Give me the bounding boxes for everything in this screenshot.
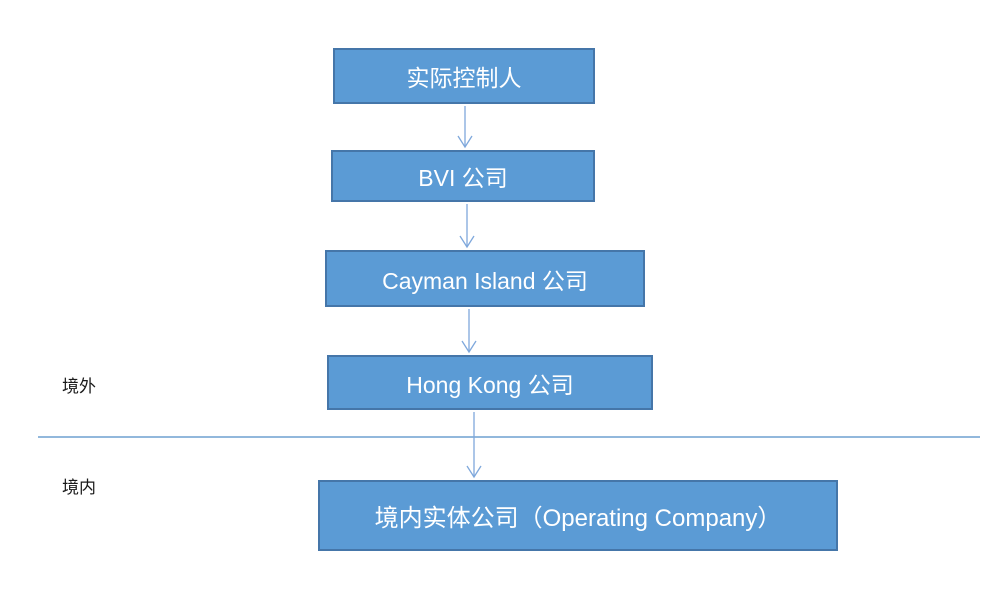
label-onshore: 境内 <box>62 478 96 497</box>
node-label: 实际控制人 <box>406 65 522 91</box>
node-cayman-company: Cayman Island 公司 <box>325 250 645 307</box>
node-label: 境内实体公司（Operating Company） <box>374 505 782 532</box>
connector-arrow-3 <box>461 309 477 354</box>
connector-arrow-1 <box>457 106 473 149</box>
connector-arrow-4 <box>466 412 482 479</box>
node-operating-company: 境内实体公司（Operating Company） <box>318 480 838 551</box>
label-offshore: 境外 <box>62 377 96 396</box>
node-label: BVI 公司 <box>418 165 508 191</box>
node-hongkong-company: Hong Kong 公司 <box>327 355 653 410</box>
node-bvi-company: BVI 公司 <box>331 150 595 202</box>
connector-arrow-2 <box>459 204 475 249</box>
node-label: Cayman Island 公司 <box>382 267 588 294</box>
node-actual-controller: 实际控制人 <box>333 48 595 104</box>
node-label: Hong Kong 公司 <box>406 371 574 398</box>
